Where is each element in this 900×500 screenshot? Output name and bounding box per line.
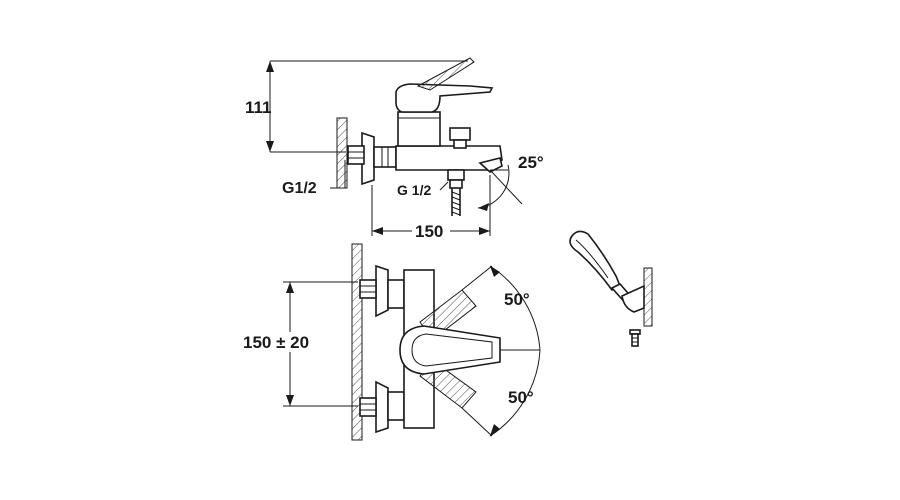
lever-angle-up-label: 50° [504, 290, 530, 309]
front-view: 150 ± 20 50° 50° [240, 243, 541, 441]
side-view: 111 G1/2 G 1/2 25° 150 [245, 57, 544, 241]
lever-angle-down-label: 50° [508, 388, 534, 407]
side-eccentric [373, 146, 397, 168]
side-lever-raised [416, 57, 475, 91]
inlet-thread-label: G1/2 [282, 180, 317, 197]
hand-shower-with-wall-bracket-icon [569, 230, 653, 347]
height-dimension-label: 111 [245, 98, 272, 117]
side-escutcheon [361, 131, 375, 186]
side-spout-tip [478, 157, 503, 173]
bracket-wall-hatch [643, 267, 653, 327]
front-upper-nut [359, 279, 377, 299]
front-lever-handle [399, 325, 501, 375]
side-lever-handle [395, 83, 494, 113]
side-diverter-cap [449, 127, 471, 141]
side-inlet-nut [347, 145, 365, 165]
spout-angle-label: 25° [518, 153, 544, 172]
side-cartridge-column [397, 111, 441, 147]
front-lower-escutcheon [375, 380, 389, 434]
centers-dimension-label: 150 ± 20 [243, 333, 309, 352]
side-hose-nut [447, 169, 465, 181]
depth-dimension-label: 150 [415, 222, 443, 241]
front-upper-escutcheon [375, 264, 389, 318]
front-lower-nut [359, 397, 377, 417]
side-diverter-stem [453, 139, 467, 149]
wall-bracket [621, 284, 645, 313]
bracket-screw-shank [631, 333, 639, 347]
outlet-thread-label: G 1/2 [397, 182, 431, 198]
